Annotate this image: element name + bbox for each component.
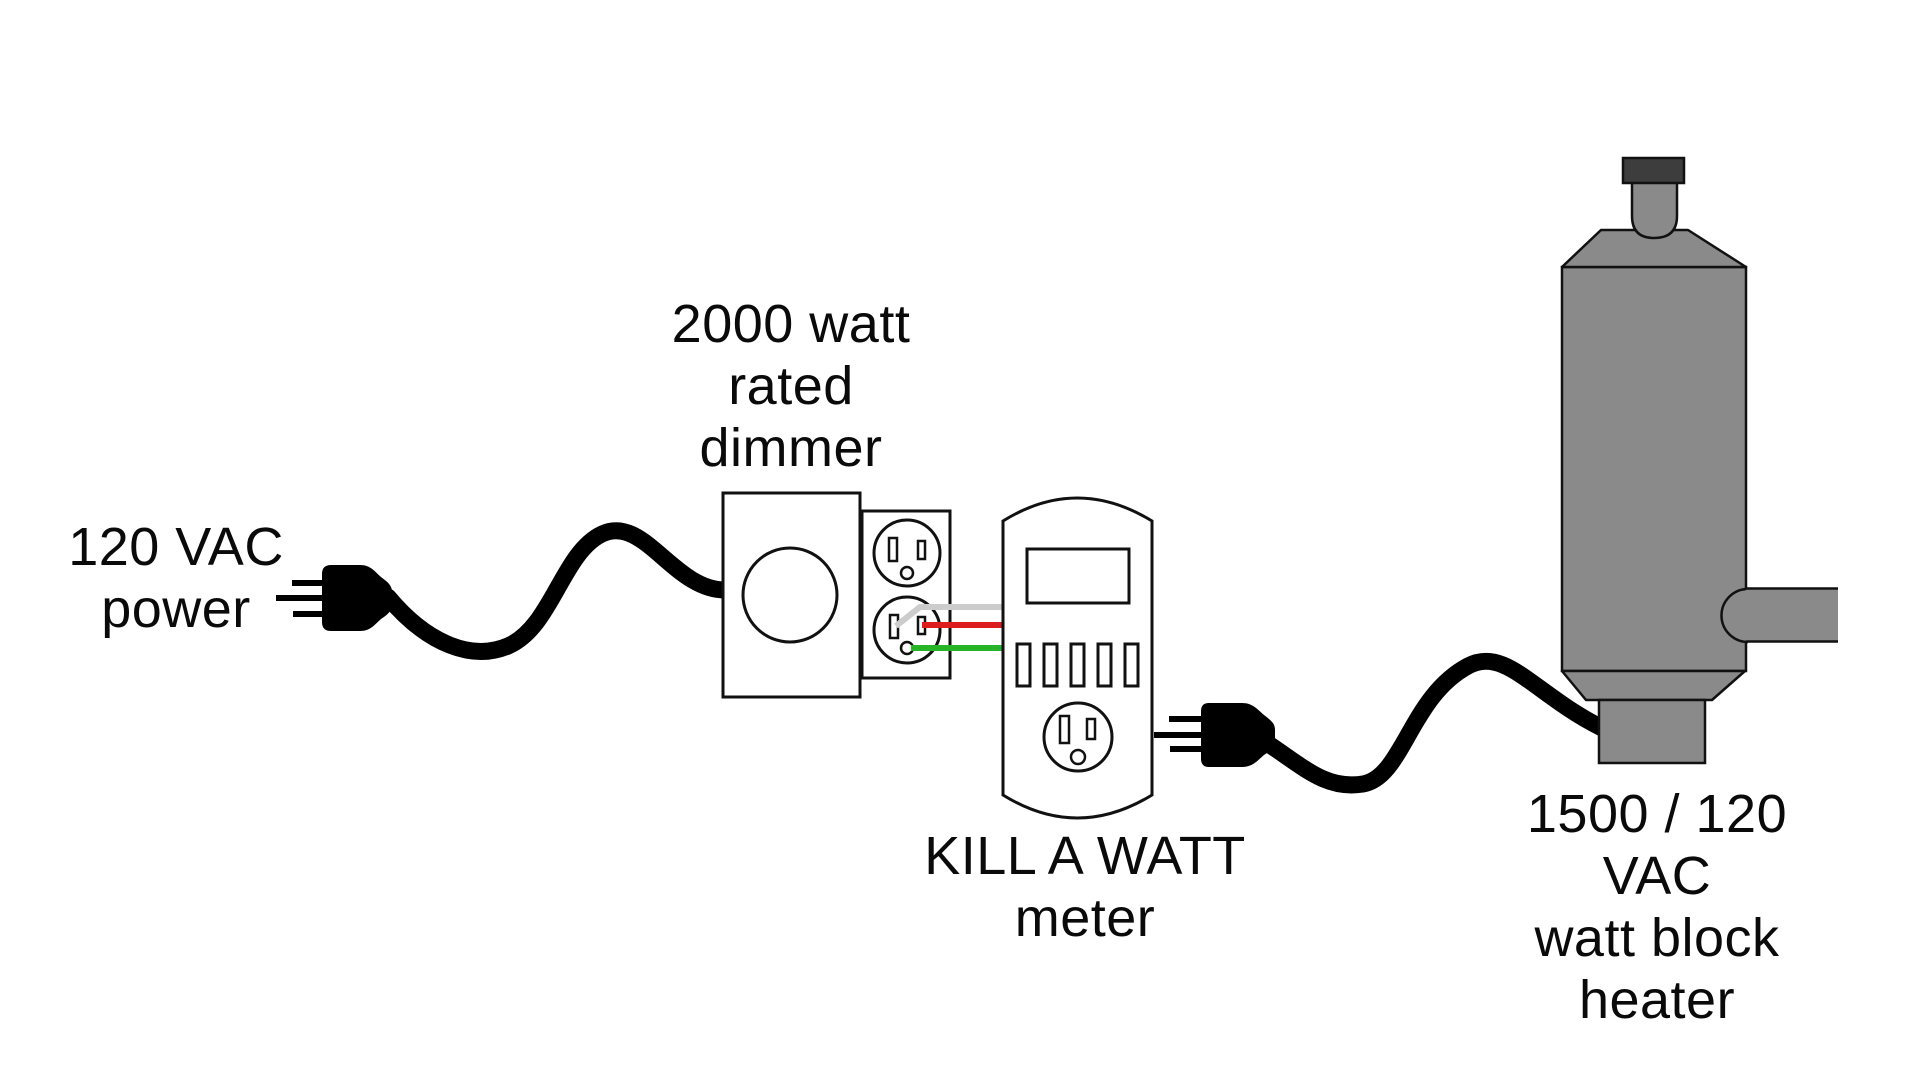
neutral-slot bbox=[1058, 714, 1071, 745]
heater-body bbox=[1560, 265, 1748, 673]
receptacle-face bbox=[872, 518, 942, 588]
heater-base-block bbox=[1597, 698, 1707, 765]
receptacle-top bbox=[872, 518, 942, 588]
power-cord-right bbox=[1255, 652, 1611, 794]
meter-button bbox=[1123, 642, 1140, 688]
meter-button bbox=[1069, 642, 1086, 688]
power-cord-left bbox=[379, 522, 735, 660]
meter-button bbox=[1042, 642, 1059, 688]
heater-cap bbox=[1621, 156, 1686, 185]
heater-shoulder-bottom bbox=[1560, 669, 1747, 702]
power-label: 120 VAC power bbox=[68, 517, 284, 639]
heater-pipe-edges bbox=[1746, 587, 1838, 643]
plug-body bbox=[1201, 703, 1275, 767]
dimmer-knob bbox=[741, 546, 839, 644]
wire-neutral bbox=[894, 604, 1006, 629]
ground-hole bbox=[899, 565, 915, 581]
meter-button bbox=[1096, 642, 1113, 688]
heater-pipe bbox=[1746, 588, 1838, 642]
heater-label: 1500 / 120 VAC watt block heater bbox=[1526, 784, 1788, 1030]
hot-slot bbox=[916, 539, 927, 561]
heater-pipe-flange bbox=[1720, 587, 1749, 644]
wall-plug-left bbox=[276, 565, 392, 631]
heater-neck bbox=[1630, 180, 1679, 240]
heater-plug bbox=[1154, 703, 1275, 767]
dimmer bbox=[721, 491, 862, 699]
block-heater bbox=[1560, 156, 1838, 765]
meter-receptacle bbox=[1042, 701, 1114, 773]
meter-button bbox=[1015, 642, 1032, 688]
dimmer-label: 2000 watt rated dimmer bbox=[671, 294, 911, 478]
kill-a-watt-meter bbox=[1001, 496, 1154, 820]
meter-display bbox=[1025, 547, 1131, 605]
plug-body bbox=[322, 565, 392, 631]
meter-label: KILL A WATT meter bbox=[924, 826, 1246, 948]
meter-buttons bbox=[1015, 642, 1140, 688]
ground-hole bbox=[1069, 748, 1087, 766]
heater-shoulder-top bbox=[1560, 228, 1748, 269]
neutral-slot bbox=[887, 536, 899, 563]
outlet-plate bbox=[860, 509, 952, 680]
hot-slot bbox=[1085, 717, 1097, 741]
